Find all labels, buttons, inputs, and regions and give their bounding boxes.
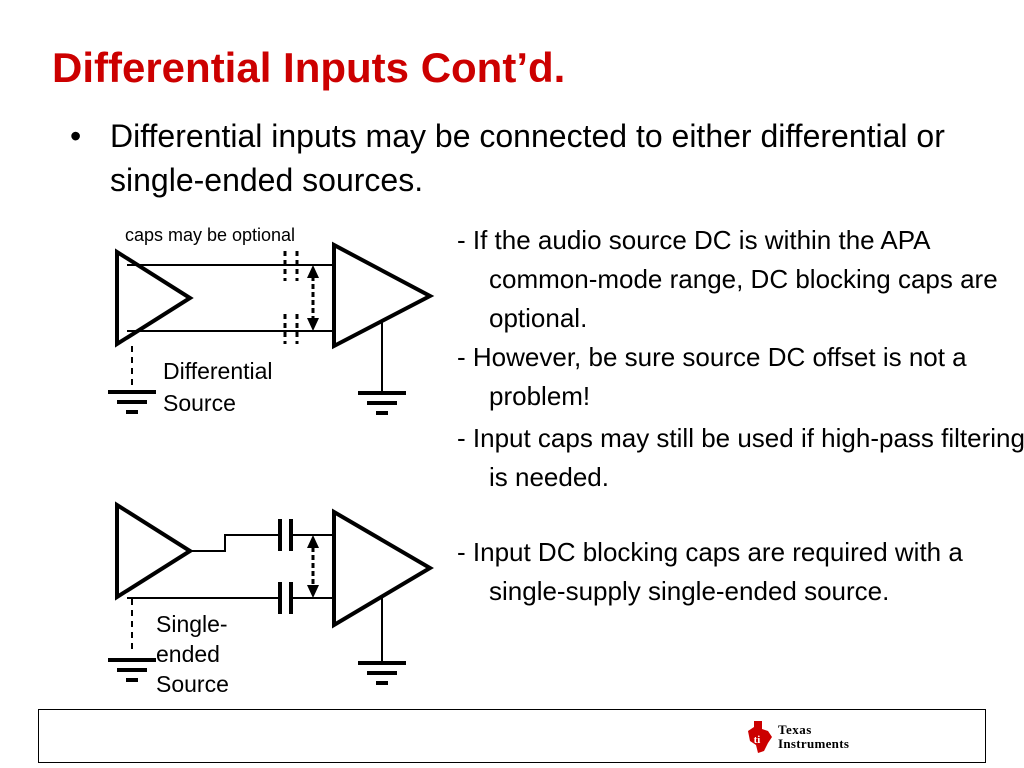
differential-circuit bbox=[108, 241, 435, 415]
optional-cap-bottom bbox=[283, 314, 299, 344]
slide-title: Differential Inputs Cont’d. bbox=[52, 44, 566, 91]
single-ended-source-label-2: ended bbox=[156, 641, 220, 667]
logo-text-instruments: Instruments bbox=[778, 736, 849, 751]
blocking-cap-signal bbox=[278, 519, 293, 551]
optional-cap-top bbox=[283, 251, 299, 281]
ground-symbol-source-bottom bbox=[108, 658, 156, 682]
caps-optional-label: caps may be optional bbox=[125, 225, 295, 245]
single-ended-source-label-1: Single- bbox=[156, 611, 228, 637]
differential-source-label-1: Differential bbox=[163, 358, 273, 384]
note-single-supply: - Input DC blocking caps are required wi… bbox=[457, 537, 963, 606]
source-amplifier-bottom bbox=[115, 501, 194, 601]
svg-text:ti: ti bbox=[754, 734, 761, 746]
single-ended-source-label-3: Source bbox=[156, 671, 229, 697]
ground-symbol-apa-bottom bbox=[358, 661, 406, 685]
ground-symbol-apa-top bbox=[358, 391, 406, 415]
note-common-mode: - If the audio source DC is within the A… bbox=[457, 225, 998, 333]
differential-source-label-2: Source bbox=[163, 390, 236, 416]
single-ended-circuit bbox=[108, 501, 434, 685]
apa-amplifier-bottom bbox=[332, 508, 434, 629]
wire-bottom-signal bbox=[190, 534, 279, 552]
blocking-cap-return bbox=[278, 582, 293, 614]
bullet-text: Differential inputs may be connected to … bbox=[110, 118, 945, 198]
source-amplifier-top bbox=[115, 248, 194, 348]
circuit-diagram: caps may be optional Differential Source bbox=[108, 225, 435, 697]
texas-state-icon bbox=[748, 721, 772, 753]
note-dc-offset: - However, be sure source DC offset is n… bbox=[457, 342, 967, 411]
logo-text-texas: Texas bbox=[778, 722, 812, 737]
bullet-marker: • bbox=[70, 118, 82, 154]
texas-instruments-logo: ti Texas Instruments bbox=[748, 721, 849, 753]
footer-bar bbox=[38, 709, 986, 763]
note-high-pass: - Input caps may still be used if high-p… bbox=[457, 423, 1024, 492]
ground-symbol-source-top bbox=[108, 390, 156, 414]
